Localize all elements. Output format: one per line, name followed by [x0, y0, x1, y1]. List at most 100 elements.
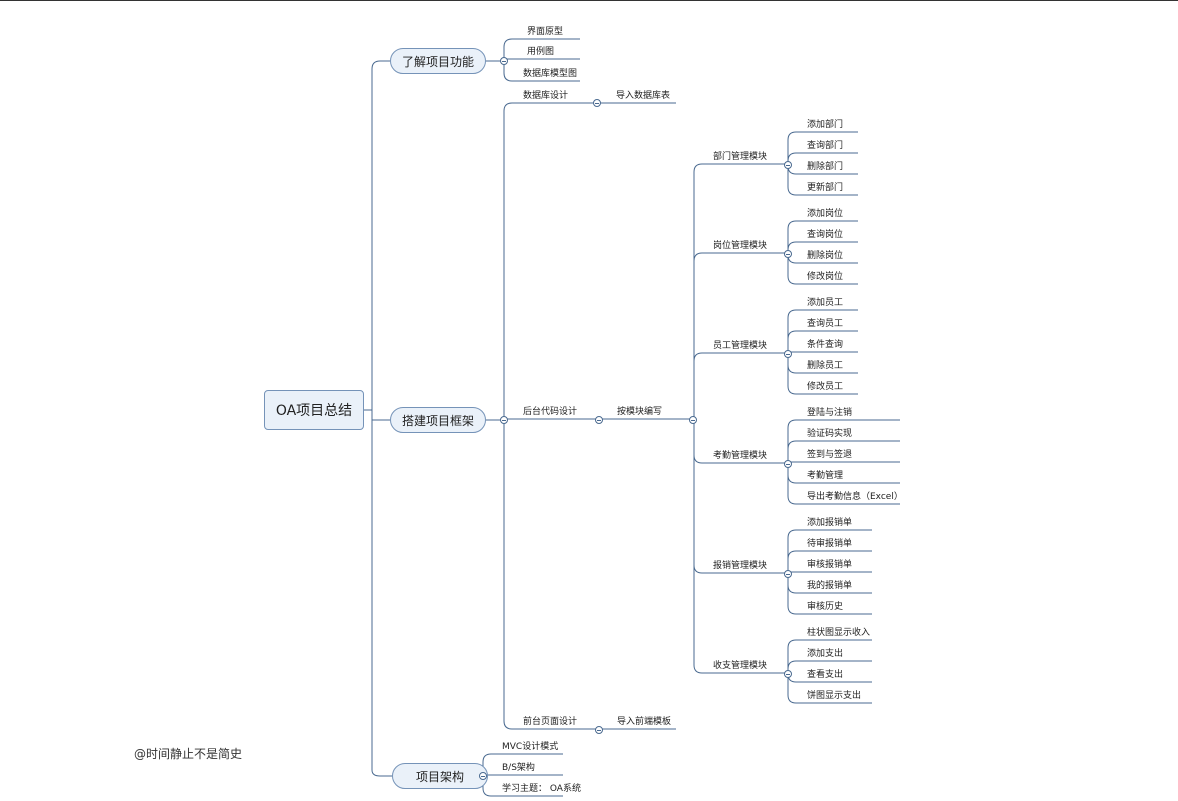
- collapse-toggle-icon[interactable]: [784, 350, 792, 358]
- leaf-study-topic[interactable]: 学习主题： OA系统: [502, 784, 581, 794]
- expense-item[interactable]: 添加报销单: [807, 518, 853, 528]
- collapse-toggle-icon[interactable]: [784, 670, 792, 678]
- attendance-item[interactable]: 签到与签退: [807, 450, 853, 460]
- collapse-toggle-icon[interactable]: [784, 161, 792, 169]
- modules-connector: [690, 252, 784, 420]
- employee-item[interactable]: 添加员工: [807, 298, 844, 308]
- dept-items-connector: [784, 152, 858, 165]
- employee-items-connector: [784, 309, 858, 354]
- root-connector: [371, 410, 392, 777]
- leaf-mvc[interactable]: MVC设计模式: [502, 742, 559, 752]
- dept-item[interactable]: 添加部门: [807, 120, 844, 130]
- post-item[interactable]: 查询岗位: [807, 230, 844, 240]
- module-expense-label[interactable]: 报销管理模块: [713, 561, 768, 571]
- collapse-toggle-icon[interactable]: [479, 772, 487, 780]
- employee-item[interactable]: 条件查询: [807, 340, 844, 350]
- post-items-connector: [784, 220, 858, 254]
- dept-item[interactable]: 更新部门: [807, 183, 844, 193]
- dept-items-connector: [784, 131, 858, 165]
- import-db-tables-label[interactable]: 导入数据库表: [616, 91, 671, 101]
- employee-item[interactable]: 查询员工: [807, 319, 844, 329]
- post-item[interactable]: 删除岗位: [807, 251, 844, 261]
- expense-item[interactable]: 我的报销单: [807, 581, 853, 591]
- post-item[interactable]: 添加岗位: [807, 209, 844, 219]
- collapse-toggle-icon[interactable]: [784, 460, 792, 468]
- leaf-use-case[interactable]: 用例图: [527, 47, 555, 57]
- module-finance-label[interactable]: 收支管理模块: [713, 661, 768, 671]
- employee-items-connector: [784, 330, 858, 354]
- root-connector: [371, 60, 390, 410]
- leaf-ui-prototype[interactable]: 界面原型: [527, 27, 564, 37]
- employee-item[interactable]: 修改员工: [807, 382, 844, 392]
- attendance-items-connector: [784, 419, 900, 464]
- module-dept-label[interactable]: 部门管理模块: [713, 152, 768, 162]
- expense-items-connector: [784, 550, 872, 574]
- root-node[interactable]: OA项目总结: [264, 390, 364, 430]
- modules-connector: [690, 163, 784, 420]
- module-attendance-label[interactable]: 考勤管理模块: [713, 451, 768, 461]
- leaf-bs[interactable]: B/S架构: [502, 763, 535, 773]
- post-item[interactable]: 修改岗位: [807, 272, 844, 282]
- collapse-toggle-icon[interactable]: [689, 416, 697, 424]
- understand-connector: [500, 58, 580, 62]
- attendance-items-connector: [784, 461, 900, 464]
- collapse-toggle-icon[interactable]: [595, 726, 603, 734]
- branch-arch-node[interactable]: 项目架构: [392, 763, 488, 789]
- dept-items-connector: [784, 163, 858, 196]
- collapse-toggle-icon[interactable]: [500, 416, 508, 424]
- finance-item[interactable]: 查看支出: [807, 670, 844, 680]
- branch-build-node[interactable]: 搭建项目框架: [390, 407, 486, 433]
- post-items-connector: [784, 252, 858, 285]
- post-items-connector: [784, 241, 858, 254]
- frontend-design-label[interactable]: 前台页面设计: [523, 717, 578, 727]
- expense-item[interactable]: 待审报销单: [807, 539, 853, 549]
- expense-item[interactable]: 审核历史: [807, 602, 844, 612]
- employee-item[interactable]: 删除员工: [807, 361, 844, 371]
- modules-connector: [690, 352, 784, 420]
- attendance-item[interactable]: 考勤管理: [807, 471, 844, 481]
- attendance-items-connector: [784, 462, 900, 505]
- attendance-item[interactable]: 导出考勤信息（Excel）: [807, 492, 903, 502]
- module-employee-label[interactable]: 员工管理模块: [713, 341, 768, 351]
- finance-item[interactable]: 添加支出: [807, 649, 844, 659]
- expense-item[interactable]: 审核报销单: [807, 560, 853, 570]
- expense-items-connector: [784, 529, 872, 574]
- import-frontend-template-label[interactable]: 导入前端模板: [617, 717, 672, 727]
- collapse-toggle-icon[interactable]: [500, 57, 508, 65]
- arch-connector: [479, 774, 563, 777]
- expense-items-connector: [784, 571, 872, 574]
- by-module-label[interactable]: 按模块编写: [617, 407, 663, 417]
- employee-items-connector: [784, 351, 858, 354]
- collapse-toggle-icon[interactable]: [784, 250, 792, 258]
- finance-item[interactable]: 饼图显示支出: [807, 691, 862, 701]
- attendance-items-connector: [784, 440, 900, 464]
- author-watermark: @时间静止不是简史: [134, 747, 243, 761]
- module-post-label[interactable]: 岗位管理模块: [713, 241, 768, 251]
- attendance-item[interactable]: 验证码实现: [807, 429, 853, 439]
- finance-items-connector: [784, 672, 872, 704]
- employee-items-connector: [784, 352, 858, 395]
- collapse-toggle-icon[interactable]: [593, 99, 601, 107]
- modules-connector: [690, 418, 784, 674]
- branch-understand-node[interactable]: 了解项目功能: [390, 48, 486, 74]
- arch-connector: [479, 775, 563, 797]
- dept-item[interactable]: 查询部门: [807, 141, 844, 151]
- collapse-toggle-icon[interactable]: [595, 416, 603, 424]
- db-design-label[interactable]: 数据库设计: [523, 91, 569, 101]
- modules-connector: [690, 418, 784, 574]
- collapse-toggle-icon[interactable]: [784, 570, 792, 578]
- understand-connector: [500, 38, 580, 62]
- finance-items-connector: [784, 639, 872, 674]
- build-connector: [500, 418, 594, 421]
- dept-item[interactable]: 删除部门: [807, 162, 844, 172]
- attendance-item[interactable]: 登陆与注销: [807, 408, 853, 418]
- arch-connector: [479, 753, 563, 777]
- backend-design-label[interactable]: 后台代码设计: [523, 407, 578, 417]
- finance-items-connector: [784, 660, 872, 674]
- build-connector: [500, 102, 594, 421]
- build-connector: [500, 419, 594, 730]
- leaf-db-model[interactable]: 数据库模型图: [523, 69, 578, 79]
- finance-item[interactable]: 柱状图显示收入: [807, 628, 871, 638]
